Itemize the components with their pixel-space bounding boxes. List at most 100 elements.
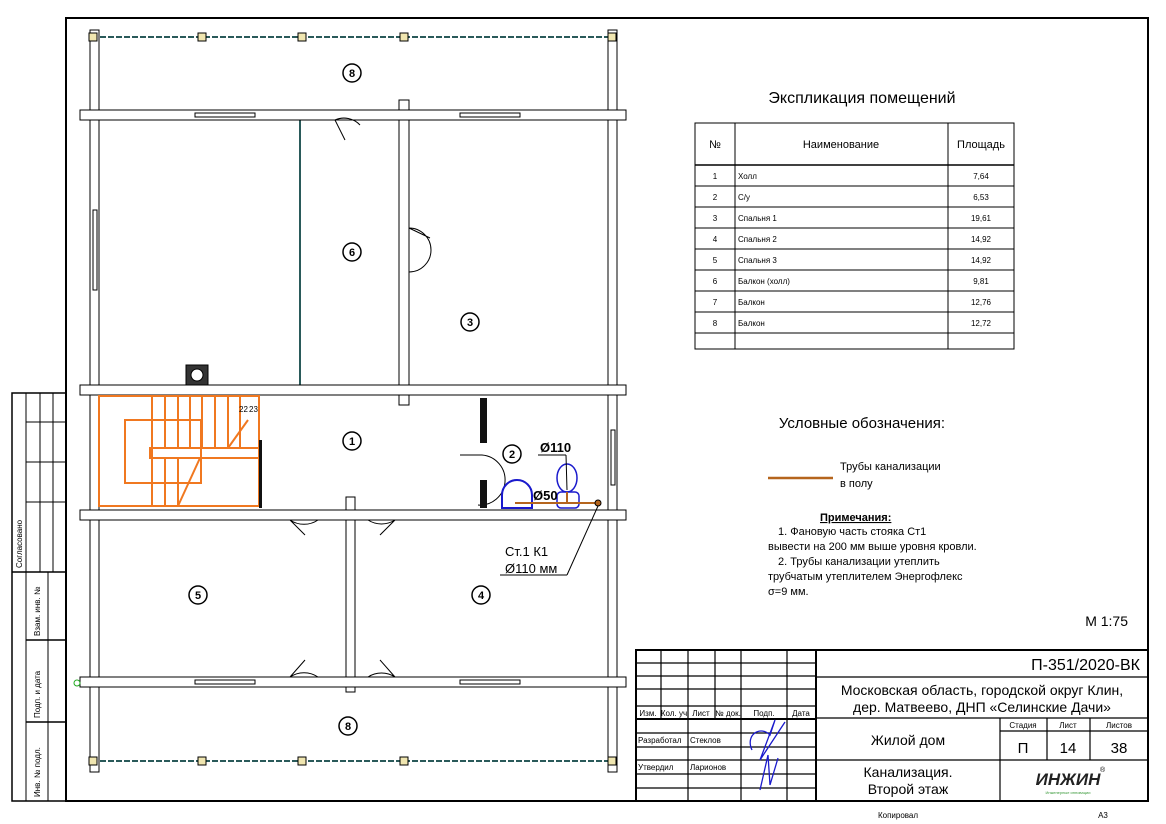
table-cell: 12,72 [971,319,992,328]
svg-text:1: 1 [349,436,355,448]
svg-text:Листов: Листов [1106,721,1132,730]
table-cell: 2 [713,193,718,202]
svg-text:1. Фановую часть стояка Ст1: 1. Фановую часть стояка Ст1 [778,526,926,538]
svg-text:Московская область, городской: Московская область, городской округ Клин… [841,682,1123,698]
svg-text:Наименование: Наименование [803,139,879,151]
table-title: Экспликация помещений [768,90,955,107]
svg-text:Канализация.: Канализация. [864,764,953,780]
table-cell: 7 [713,298,718,307]
table-cell: Спальня 3 [738,256,777,265]
table-cell: Балкон [738,298,765,307]
svg-text:Дата: Дата [792,709,810,718]
signature-icon [749,719,786,791]
svg-text:Копировал: Копировал [878,811,918,820]
table-cell: 3 [713,214,718,223]
table-cell: 6 [713,277,718,286]
svg-text:Лист: Лист [692,709,710,718]
svg-text:Разработал: Разработал [638,736,682,745]
table-cell: Спальня 2 [738,235,777,244]
svg-text:Трубы канализации: Трубы канализации [840,461,941,473]
table-cell: 6,53 [973,193,989,202]
svg-text:вывести на 200 мм выше уровня: вывести на 200 мм выше уровня кровли. [768,541,977,553]
svg-text:®: ® [1100,766,1106,774]
svg-text:Кол. уч: Кол. уч [661,709,687,718]
marker-icon [73,679,81,687]
svg-text:8: 8 [349,68,355,80]
svg-text:Подп.: Подп. [753,709,774,718]
table-cell: 4 [713,235,718,244]
svg-text:№ док.: № док. [715,709,741,718]
table-cell: 9,81 [973,277,989,286]
stair-number: 23 [249,405,258,414]
table-row: 4 Спальня 2 14,92 [695,235,1014,250]
vzam-label: Взам. инв. № [33,586,42,636]
plumbing: Ø110 Ø50 Ст.1 К1 Ø110 мм [500,440,602,576]
svg-text:6: 6 [349,247,355,259]
svg-text:Второй этаж: Второй этаж [868,781,949,797]
table-cell: С/у [738,193,750,202]
table-cell: Спальня 1 [738,214,777,223]
sink-icon [501,479,533,509]
svg-text:4: 4 [478,590,485,602]
svg-text:Жилой дом: Жилой дом [871,732,945,748]
table-row: 2 С/у 6,53 [695,193,1014,208]
svg-text:38: 38 [1111,740,1128,757]
riser-diameter: Ø110 мм [505,561,557,576]
svg-text:Площадь: Площадь [957,139,1005,151]
left-strip: Согласовано Взам. инв. № Подп. и дата Ин… [11,392,67,802]
stair-number: 22 [239,405,248,414]
svg-text:П: П [1018,740,1029,757]
agreed-label: Согласовано [15,519,24,568]
svg-text:Стадия: Стадия [1009,721,1036,730]
svg-text:А3: А3 [1098,811,1108,820]
svg-text:в полу: в полу [840,478,873,490]
svg-text:Лист: Лист [1059,721,1077,730]
svg-text:дер. Матвеево, ДНП «Селинские: дер. Матвеево, ДНП «Селинские Дачи» [853,699,1111,715]
inv-label: Инв. № подл. [33,747,42,797]
notes-title: Примечания: [820,512,891,524]
table-cell: Холл [738,172,757,181]
table-row: 8 Балкон 12,72 [695,319,1014,334]
table-row: 7 Балкон 12,76 [695,298,1014,313]
svg-text:14: 14 [1060,740,1077,757]
table-cell: 14,92 [971,256,992,265]
explication-table: Экспликация помещений № Наименование Пло… [694,90,1015,350]
table-cell: 5 [713,256,718,265]
notes: Примечания: 1. Фановую часть стояка Ст1 … [768,512,977,598]
svg-text:трубчатым утеплителем Энергофл: трубчатым утеплителем Энергофлекс [768,571,963,583]
document-code: П-351/2020-ВК [1031,657,1141,674]
company-logo: ИНЖИН [1036,770,1101,789]
svg-text:5: 5 [195,590,201,602]
legend-title: Условные обозначения: [779,415,945,432]
riser-icon [594,499,602,507]
floor-plan: 22 23 8 6 3 1 2 5 4 8 Ø110 Ø50 Ст.1 К [79,29,627,773]
svg-text:Стеклов: Стеклов [690,736,721,745]
pipe-diameter-label: Ø50 [533,488,558,503]
table-row: 5 Спальня 3 14,92 [695,256,1014,271]
staircase: 22 23 [98,395,261,507]
svg-text:3: 3 [467,317,473,329]
podp-label: Подп. и дата [33,670,42,718]
table-cell: Балкон (холл) [738,277,790,286]
table-cell: Балкон [738,319,765,328]
svg-text:Изм.: Изм. [639,709,656,718]
svg-text:8: 8 [345,721,351,733]
table-cell: 8 [713,319,718,328]
svg-text:Ларионов: Ларионов [690,763,726,772]
svg-text:σ=9 мм.: σ=9 мм. [768,586,809,598]
table-cell: 12,76 [971,298,992,307]
table-row: 6 Балкон (холл) 9,81 [695,277,1014,292]
scale-label: М 1:75 [1085,613,1128,629]
table-row: 3 Спальня 1 19,61 [695,214,1014,229]
table-cell: 14,92 [971,235,992,244]
table-cell: 19,61 [971,214,992,223]
pipe-diameter-label: Ø110 [540,440,571,455]
svg-text:2: 2 [509,449,515,461]
svg-text:№: № [709,139,721,151]
title-block: Изм. Кол. уч Лист № док. Подп. Дата Разр… [635,649,1149,820]
legend: Условные обозначения: Трубы канализации … [768,415,945,490]
svg-text:2. Трубы канализации утепли: 2. Трубы канализации утеплить [778,556,940,568]
svg-text:Утвердил: Утвердил [638,763,674,772]
riser-label: Ст.1 К1 [505,544,548,559]
